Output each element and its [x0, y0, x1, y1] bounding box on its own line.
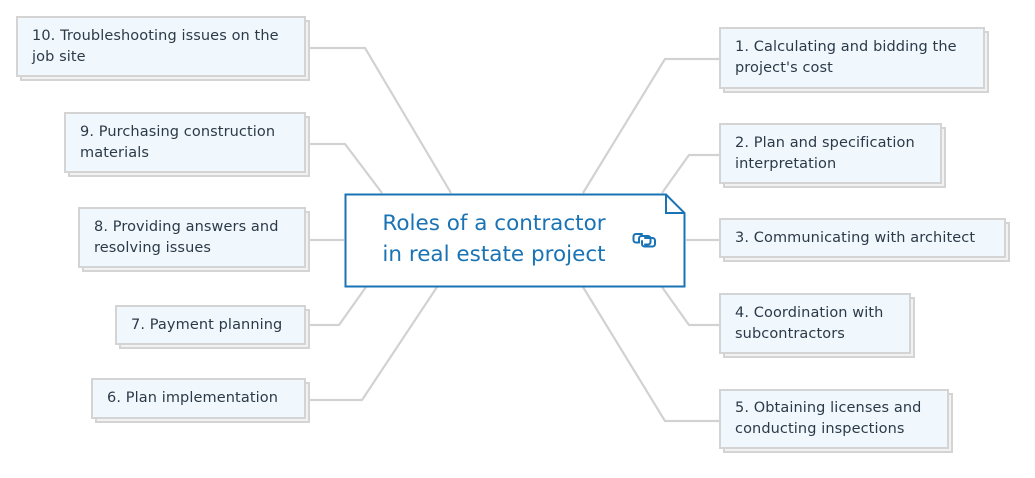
connector-2 — [661, 153, 720, 194]
node-face: 7. Payment planning — [115, 305, 306, 345]
connector-6 — [310, 286, 438, 402]
branch-node-3[interactable]: 3. Communicating with architect — [719, 218, 1010, 262]
branch-label: 7. Payment planning — [131, 316, 283, 333]
connector-7 — [310, 286, 367, 327]
node-face: 6. Plan implementation — [91, 378, 306, 419]
branch-node-7[interactable]: 7. Payment planning — [115, 305, 310, 349]
connector-1 — [582, 57, 720, 194]
connector-5 — [582, 286, 720, 423]
link-icon[interactable] — [631, 229, 659, 251]
node-face: 3. Communicating with architect — [719, 218, 1006, 258]
connector-10 — [310, 46, 452, 194]
connector-9 — [310, 142, 383, 194]
central-title-line1: Roles of a contractor — [382, 211, 606, 236]
branch-label: 6. Plan implementation — [107, 390, 278, 406]
branch-node-6[interactable]: 6. Plan implementation — [91, 378, 310, 423]
branch-label: 3. Communicating with architect — [735, 229, 976, 246]
central-topic-title: Roles of a contractor in real estate pro… — [344, 208, 644, 270]
central-topic[interactable]: Roles of a contractor in real estate pro… — [344, 193, 686, 288]
connector-4 — [661, 286, 720, 327]
central-topic-frame — [344, 193, 686, 288]
central-title-line2: in real estate project — [382, 242, 606, 267]
